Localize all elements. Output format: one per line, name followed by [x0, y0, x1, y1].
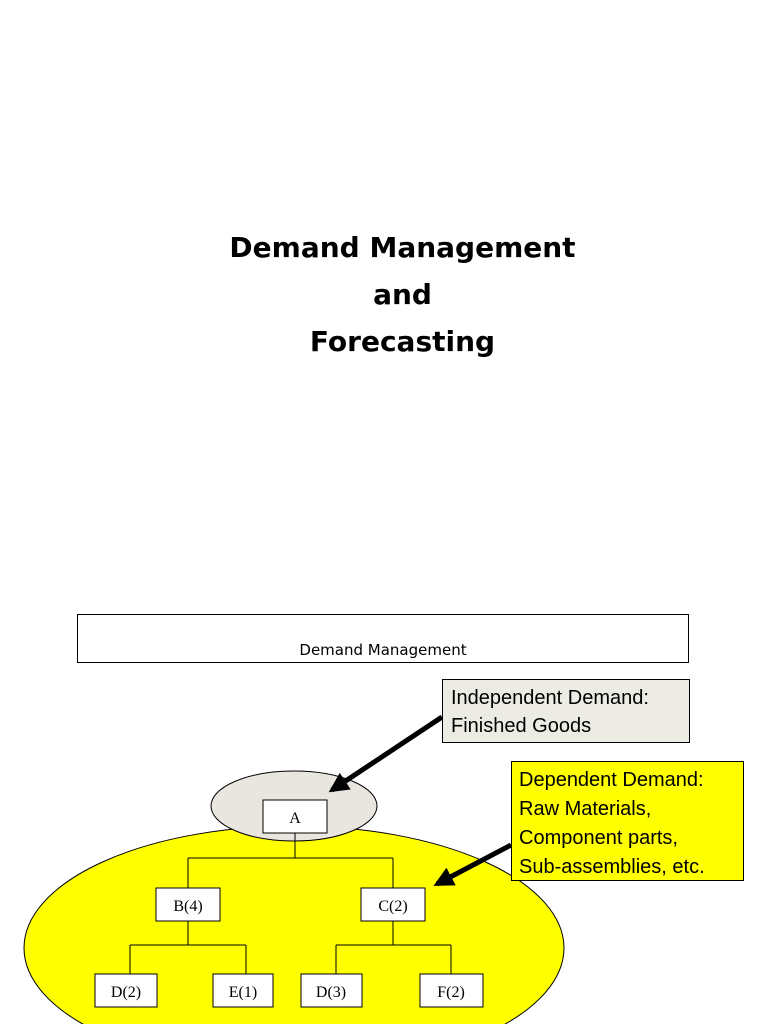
independent-demand-callout: Independent Demand: Finished Goods — [442, 679, 690, 743]
independent-demand-line-2: Finished Goods — [451, 715, 592, 737]
tree-node-d2-label: D(2) — [111, 984, 141, 1001]
tree-node-root: A — [262, 799, 328, 834]
tree-node-d2: D(2) — [94, 973, 158, 1008]
tree-node-root-label: A — [289, 810, 301, 827]
tree-connectors — [129, 833, 452, 974]
dependent-demand-callout: Dependent Demand: Raw Materials, Compone… — [511, 761, 744, 881]
slide-title-line-3: Forecasting — [309, 325, 496, 358]
dependent-demand-arrow — [433, 842, 513, 887]
dependent-demand-line-2: Raw Materials, — [519, 798, 652, 820]
tree-node-e1-label: E(1) — [229, 984, 257, 1001]
dependent-demand-line-1: Dependent Demand: — [519, 769, 704, 791]
section-header-box: Demand Management — [77, 614, 689, 663]
slide-title-line-1: Demand Management — [229, 231, 576, 264]
tree-node-f2: F(2) — [419, 973, 484, 1008]
slide-title-line-2: and — [373, 278, 432, 311]
dependent-demand-line-3: Component parts, — [519, 827, 678, 849]
independent-demand-line-1: Independent Demand: — [451, 687, 649, 709]
slide-title: Demand Management and Forecasting — [0, 224, 768, 365]
section-header-label: Demand Management — [299, 641, 467, 659]
tree-node-b-label: B(4) — [173, 898, 202, 915]
tree-node-b: B(4) — [155, 887, 221, 922]
tree-node-c: C(2) — [360, 887, 426, 922]
tree-node-f2-label: F(2) — [437, 984, 465, 1001]
dependent-demand-line-4: Sub-assemblies, etc. — [519, 856, 705, 878]
independent-demand-arrow — [328, 714, 444, 793]
tree-node-d3: D(3) — [300, 973, 363, 1008]
tree-node-e1: E(1) — [212, 973, 274, 1008]
tree-node-c-label: C(2) — [378, 898, 407, 915]
tree-node-d3-label: D(3) — [316, 984, 346, 1001]
